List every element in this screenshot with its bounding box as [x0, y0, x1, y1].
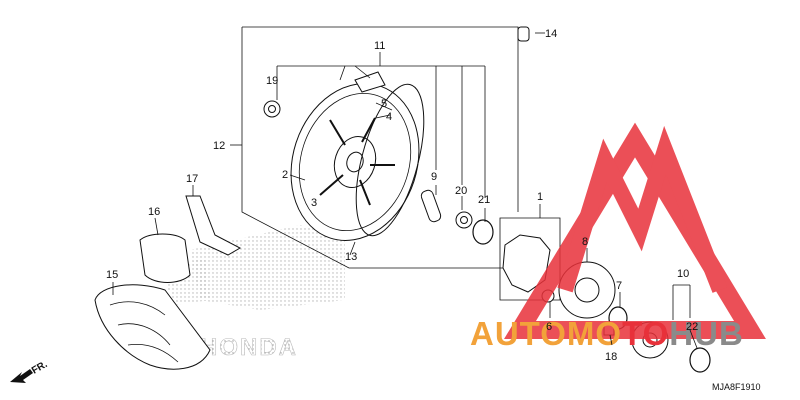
callout-16: 16	[148, 206, 160, 218]
seal-21	[472, 219, 494, 245]
callout-17: 17	[186, 173, 198, 185]
callout-6: 6	[546, 321, 552, 333]
rim-band-17	[185, 195, 242, 256]
rear-wheel	[290, 83, 420, 241]
honda-lettering: HONDA	[200, 334, 298, 361]
callout-13: 13	[345, 251, 357, 263]
callout-18: 18	[605, 351, 617, 363]
bearing-20	[455, 211, 473, 229]
callout-1: 1	[537, 191, 543, 203]
tube-16	[139, 233, 191, 283]
automotohub-logo-mark	[504, 122, 766, 339]
bearing-19	[263, 100, 281, 118]
callout-19: 19	[266, 75, 278, 87]
callout-12: 12	[213, 140, 225, 152]
callout-5: 5	[381, 98, 387, 110]
callout-8: 8	[582, 236, 588, 248]
callout-2: 2	[282, 169, 288, 181]
callout-9: 9	[431, 171, 437, 183]
callouts: 11 19 5 4 12 2 3 9 20 21 13 14 17 16 15 …	[106, 28, 698, 363]
direction-label: FR.	[30, 359, 50, 377]
callout-3: 3	[311, 197, 317, 209]
leader-lines	[112, 32, 698, 349]
watermark-auto-text: AUTOMO	[470, 315, 622, 352]
direction-arrow-icon	[10, 369, 33, 383]
callout-11: 11	[374, 40, 385, 52]
svg-text:AUTOMOTOHUB: AUTOMOTOHUB	[470, 315, 744, 352]
callout-7: 7	[616, 280, 622, 292]
diagram-code: MJA8F1910	[712, 382, 761, 392]
callout-4: 4	[386, 111, 392, 123]
valve-cap-14	[517, 26, 530, 42]
tire-15	[94, 284, 211, 370]
seal-22	[689, 347, 711, 373]
watermark-to-text: TO	[622, 315, 669, 352]
front-direction-arrow: FR.	[10, 359, 50, 383]
callout-20: 20	[455, 185, 467, 197]
callout-15: 15	[106, 269, 118, 281]
callout-22: 22	[686, 321, 698, 333]
watermark-hub-text: HUB	[669, 315, 744, 352]
callout-10: 10	[677, 268, 689, 280]
wheel-assembly-bracket	[241, 26, 519, 269]
collar-9	[420, 189, 442, 223]
brake-plate	[354, 71, 425, 237]
callout-14: 14	[545, 28, 557, 40]
callout-21: 21	[478, 194, 490, 206]
logo-m-shape	[557, 125, 728, 293]
